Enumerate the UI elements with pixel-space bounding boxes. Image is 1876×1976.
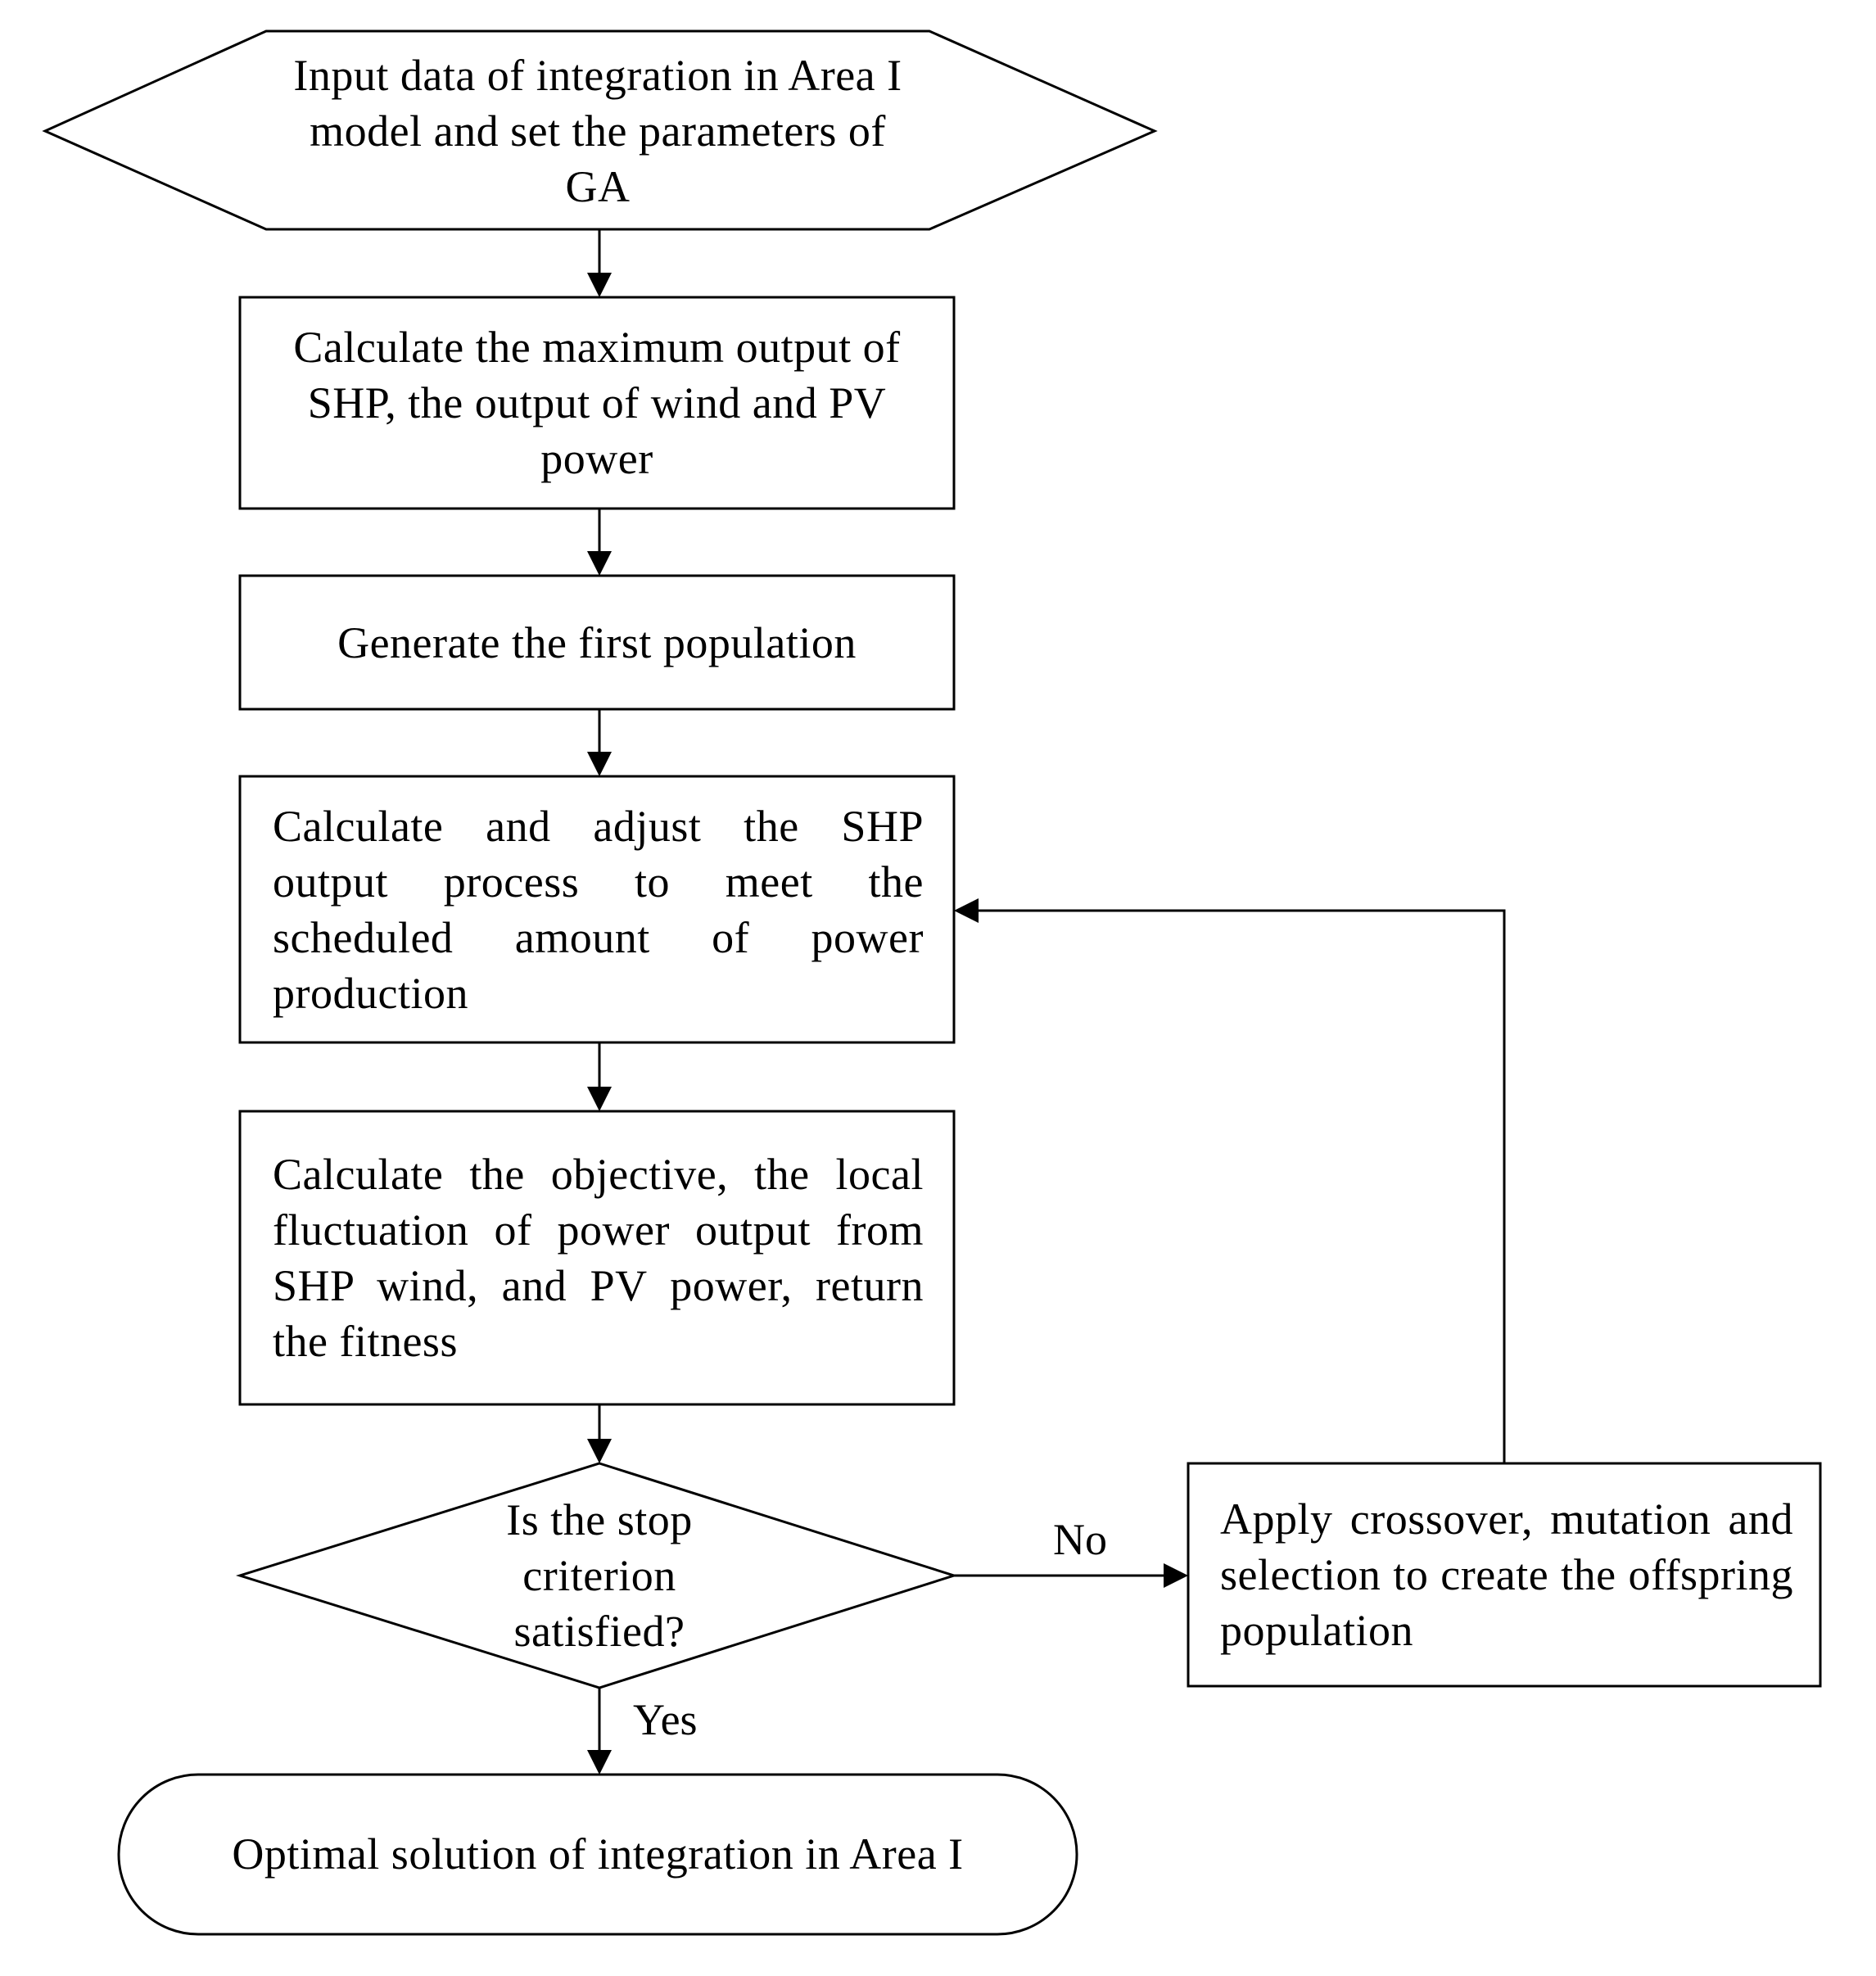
- objective-text: Calculate the objective, the local fluct…: [273, 1150, 924, 1366]
- objective-label: Calculate the objective, the local fluct…: [273, 1122, 924, 1394]
- gen-pop-text: Generate the first population: [337, 617, 857, 667]
- optimal-terminator: [117, 1773, 1078, 1936]
- input-text: Input data of integration in Area I mode…: [293, 51, 902, 211]
- decision-text: Is the stop criterion satisfied?: [506, 1495, 693, 1656]
- input-hexagon: [42, 29, 1158, 231]
- adjust-text: Calculate and adjust the SHP output proc…: [273, 801, 924, 1018]
- calc-max-text: Calculate the maximum output of SHP, the…: [293, 323, 901, 483]
- decision-label: Is the stop criterion satisfied?: [467, 1487, 732, 1664]
- gen-pop-label: Generate the first population: [246, 577, 948, 708]
- no-label: No: [1053, 1515, 1107, 1564]
- optimal-text: Optimal solution of integration in Area …: [232, 1829, 964, 1879]
- objective-box: [238, 1110, 956, 1406]
- calc-max-label: Calculate the maximum output of SHP, the…: [278, 307, 915, 499]
- crossover-label: Apply crossover, mutation and selection …: [1220, 1474, 1793, 1675]
- crossover-text: Apply crossover, mutation and selection …: [1220, 1494, 1793, 1655]
- input-label: Input data of integration in Area I mode…: [278, 43, 917, 219]
- arrow-crossover-to-adjust: [954, 898, 1506, 1463]
- yes-label: Yes: [633, 1695, 698, 1744]
- gen-pop-box: [238, 574, 956, 711]
- adjust-label: Calculate and adjust the SHP output proc…: [273, 786, 924, 1033]
- optimal-label: Optimal solution of integration in Area …: [221, 1784, 974, 1924]
- calc-max-box: [238, 296, 956, 510]
